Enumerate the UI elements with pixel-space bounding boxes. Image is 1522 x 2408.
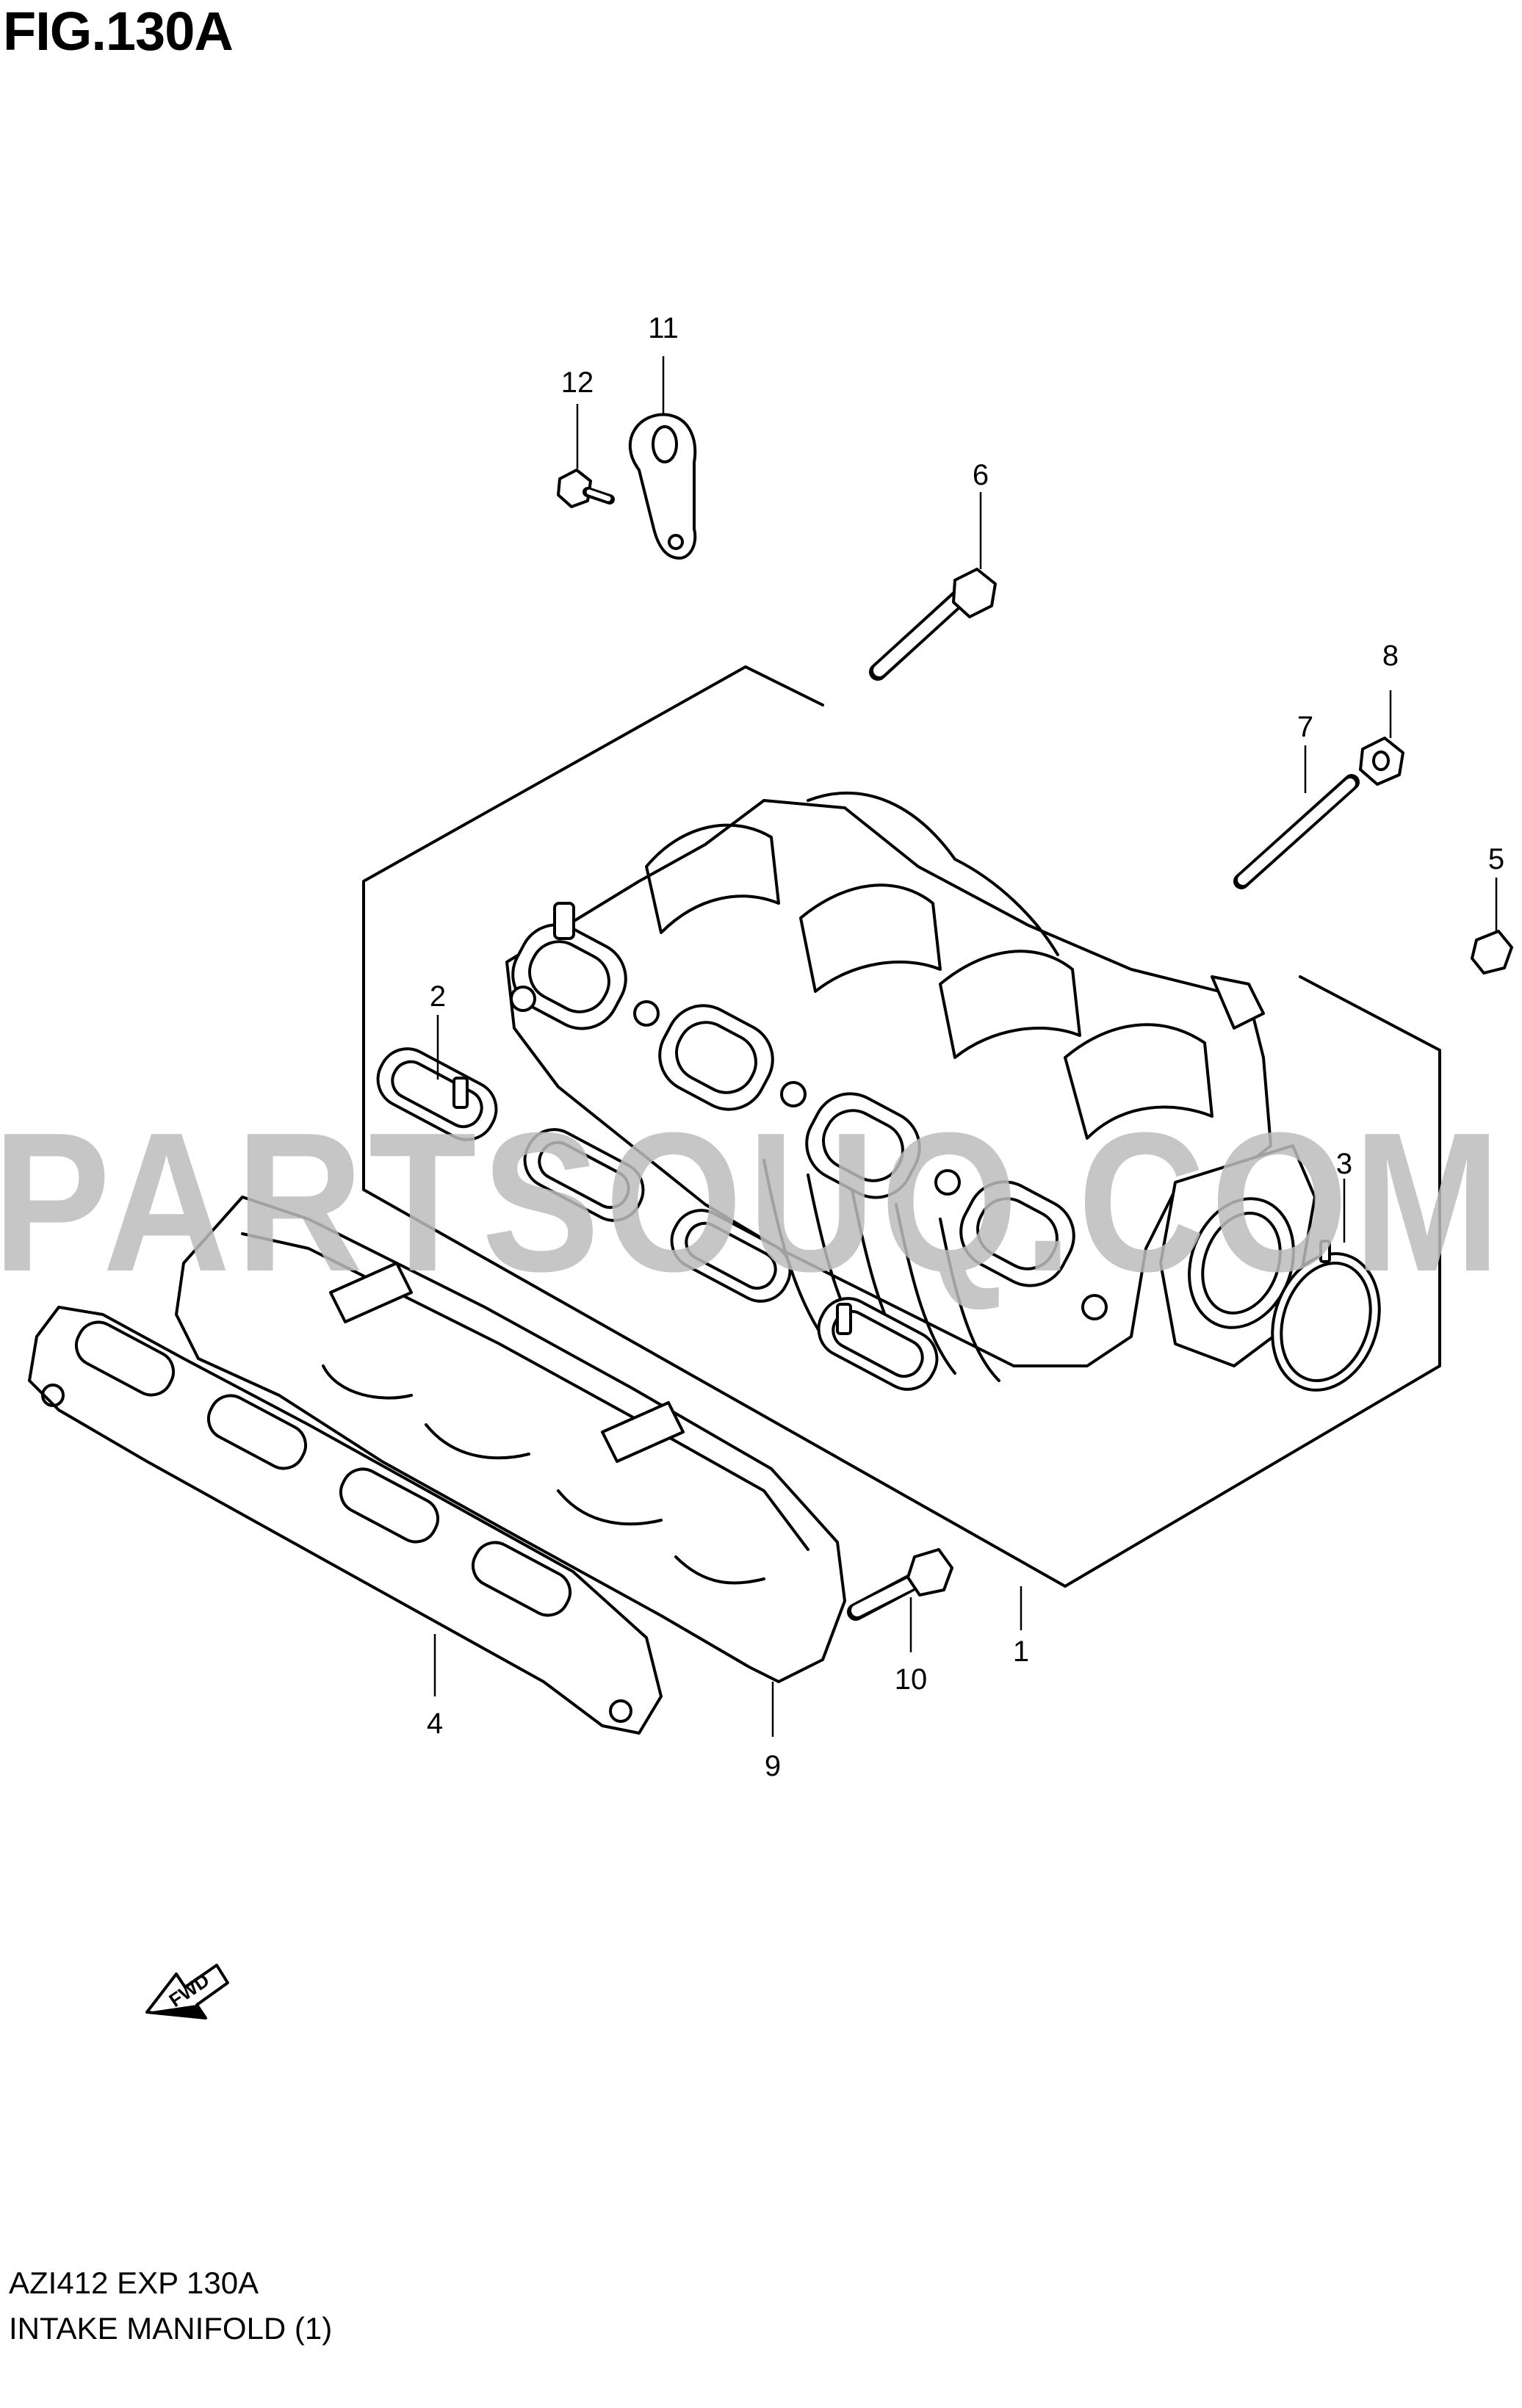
stud-7 — [1233, 774, 1360, 889]
callout-10: 10 — [895, 1663, 928, 1696]
intake-manifold-upper — [505, 792, 1316, 1382]
watermark: PARTSOUQ.COM — [0, 1092, 1506, 1313]
assembly-boundary — [362, 665, 1441, 1588]
bolt-10 — [847, 1548, 953, 1621]
callout-7: 7 — [1297, 711, 1313, 743]
footer-drawing-code: AZI412 EXP 130A — [9, 2266, 259, 2300]
bolt-12 — [557, 469, 615, 508]
callout-8: 8 — [1382, 640, 1399, 672]
callout-5: 5 — [1488, 843, 1504, 875]
callout-12: 12 — [561, 366, 594, 399]
callout-4: 4 — [427, 1707, 443, 1740]
callout-labels: 1 2 3 4 5 6 7 8 9 10 11 12 — [427, 312, 1504, 1782]
callout-3: 3 — [1336, 1148, 1352, 1180]
bolt-5 — [1429, 930, 1513, 1010]
lower-manifold-gasket — [28, 1306, 663, 1735]
figure-title: FIG.130A — [3, 1, 234, 62]
forward-arrow: FWD — [145, 1964, 229, 2020]
callout-1: 1 — [1013, 1635, 1029, 1668]
leader-lines — [433, 356, 1498, 1737]
footer-drawing-title: INTAKE MANIFOLD (1) — [9, 2311, 333, 2346]
throttle-body-gasket — [1271, 1240, 1381, 1392]
bolt-6 — [869, 568, 997, 681]
bracket-11 — [628, 413, 697, 560]
lower-manifold-spacer — [175, 1196, 846, 1683]
callout-9: 9 — [765, 1750, 781, 1782]
nut-8 — [1359, 737, 1404, 786]
intake-manifold-gasket — [376, 1047, 939, 1391]
callout-2: 2 — [430, 980, 446, 1013]
callout-11: 11 — [648, 312, 679, 344]
callout-6: 6 — [973, 459, 989, 491]
